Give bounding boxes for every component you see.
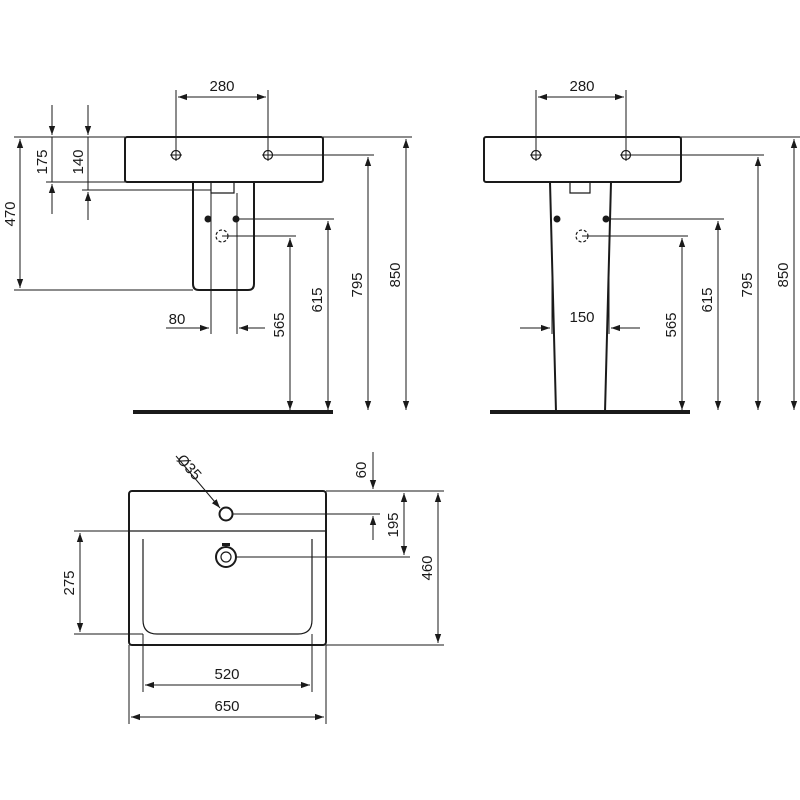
top-dim-650: 650 bbox=[214, 698, 239, 715]
top-dim-460: 460 bbox=[419, 555, 436, 580]
front-dim-565: 565 bbox=[663, 312, 680, 337]
front-dim-795: 795 bbox=[739, 272, 756, 297]
side-dim-850: 850 bbox=[387, 262, 404, 287]
front-pedestal-outline bbox=[549, 181, 612, 413]
top-tap-hole-icon bbox=[218, 506, 234, 522]
side-dim-795: 795 bbox=[349, 272, 366, 297]
top-bowl-outline bbox=[142, 539, 313, 635]
top-dim-520: 520 bbox=[214, 666, 239, 683]
top-dim-195: 195 bbox=[385, 512, 402, 537]
side-basin-outline bbox=[124, 136, 324, 183]
top-dim-275: 275 bbox=[61, 570, 78, 595]
side-dim-80: 80 bbox=[169, 311, 186, 328]
top-dim-60: 60 bbox=[353, 462, 370, 479]
top-view: Ø35 60 195 460 275 520 650 bbox=[61, 451, 444, 724]
side-dim-175: 175 bbox=[34, 149, 51, 174]
side-tap-hole-left-icon bbox=[170, 149, 182, 161]
side-dim-565: 565 bbox=[271, 312, 288, 337]
front-view: 280 150 565 615 795 850 bbox=[483, 78, 800, 414]
front-dim-850: 850 bbox=[775, 262, 792, 287]
front-dim-615: 615 bbox=[699, 287, 716, 312]
top-dim-diameter: Ø35 bbox=[173, 451, 205, 483]
side-dim-280: 280 bbox=[209, 78, 234, 95]
top-basin-outline bbox=[128, 490, 327, 646]
side-supply-point-left-icon bbox=[204, 215, 212, 223]
side-trap-detail bbox=[210, 182, 235, 194]
front-dim-150: 150 bbox=[569, 309, 594, 326]
side-dim-140: 140 bbox=[70, 149, 87, 174]
side-dim-615: 615 bbox=[309, 287, 326, 312]
top-waste-outlet-icon bbox=[215, 543, 237, 568]
front-basin-outline bbox=[483, 136, 682, 183]
front-tap-hole-left-icon bbox=[530, 149, 542, 161]
side-dim-470: 470 bbox=[2, 201, 19, 226]
side-view: 280 175 140 470 80 565 6 bbox=[2, 78, 412, 414]
side-pedestal-outline bbox=[192, 182, 255, 291]
front-dim-280: 280 bbox=[569, 78, 594, 95]
front-trap-detail bbox=[569, 182, 591, 194]
front-supply-point-left-icon bbox=[553, 215, 561, 223]
